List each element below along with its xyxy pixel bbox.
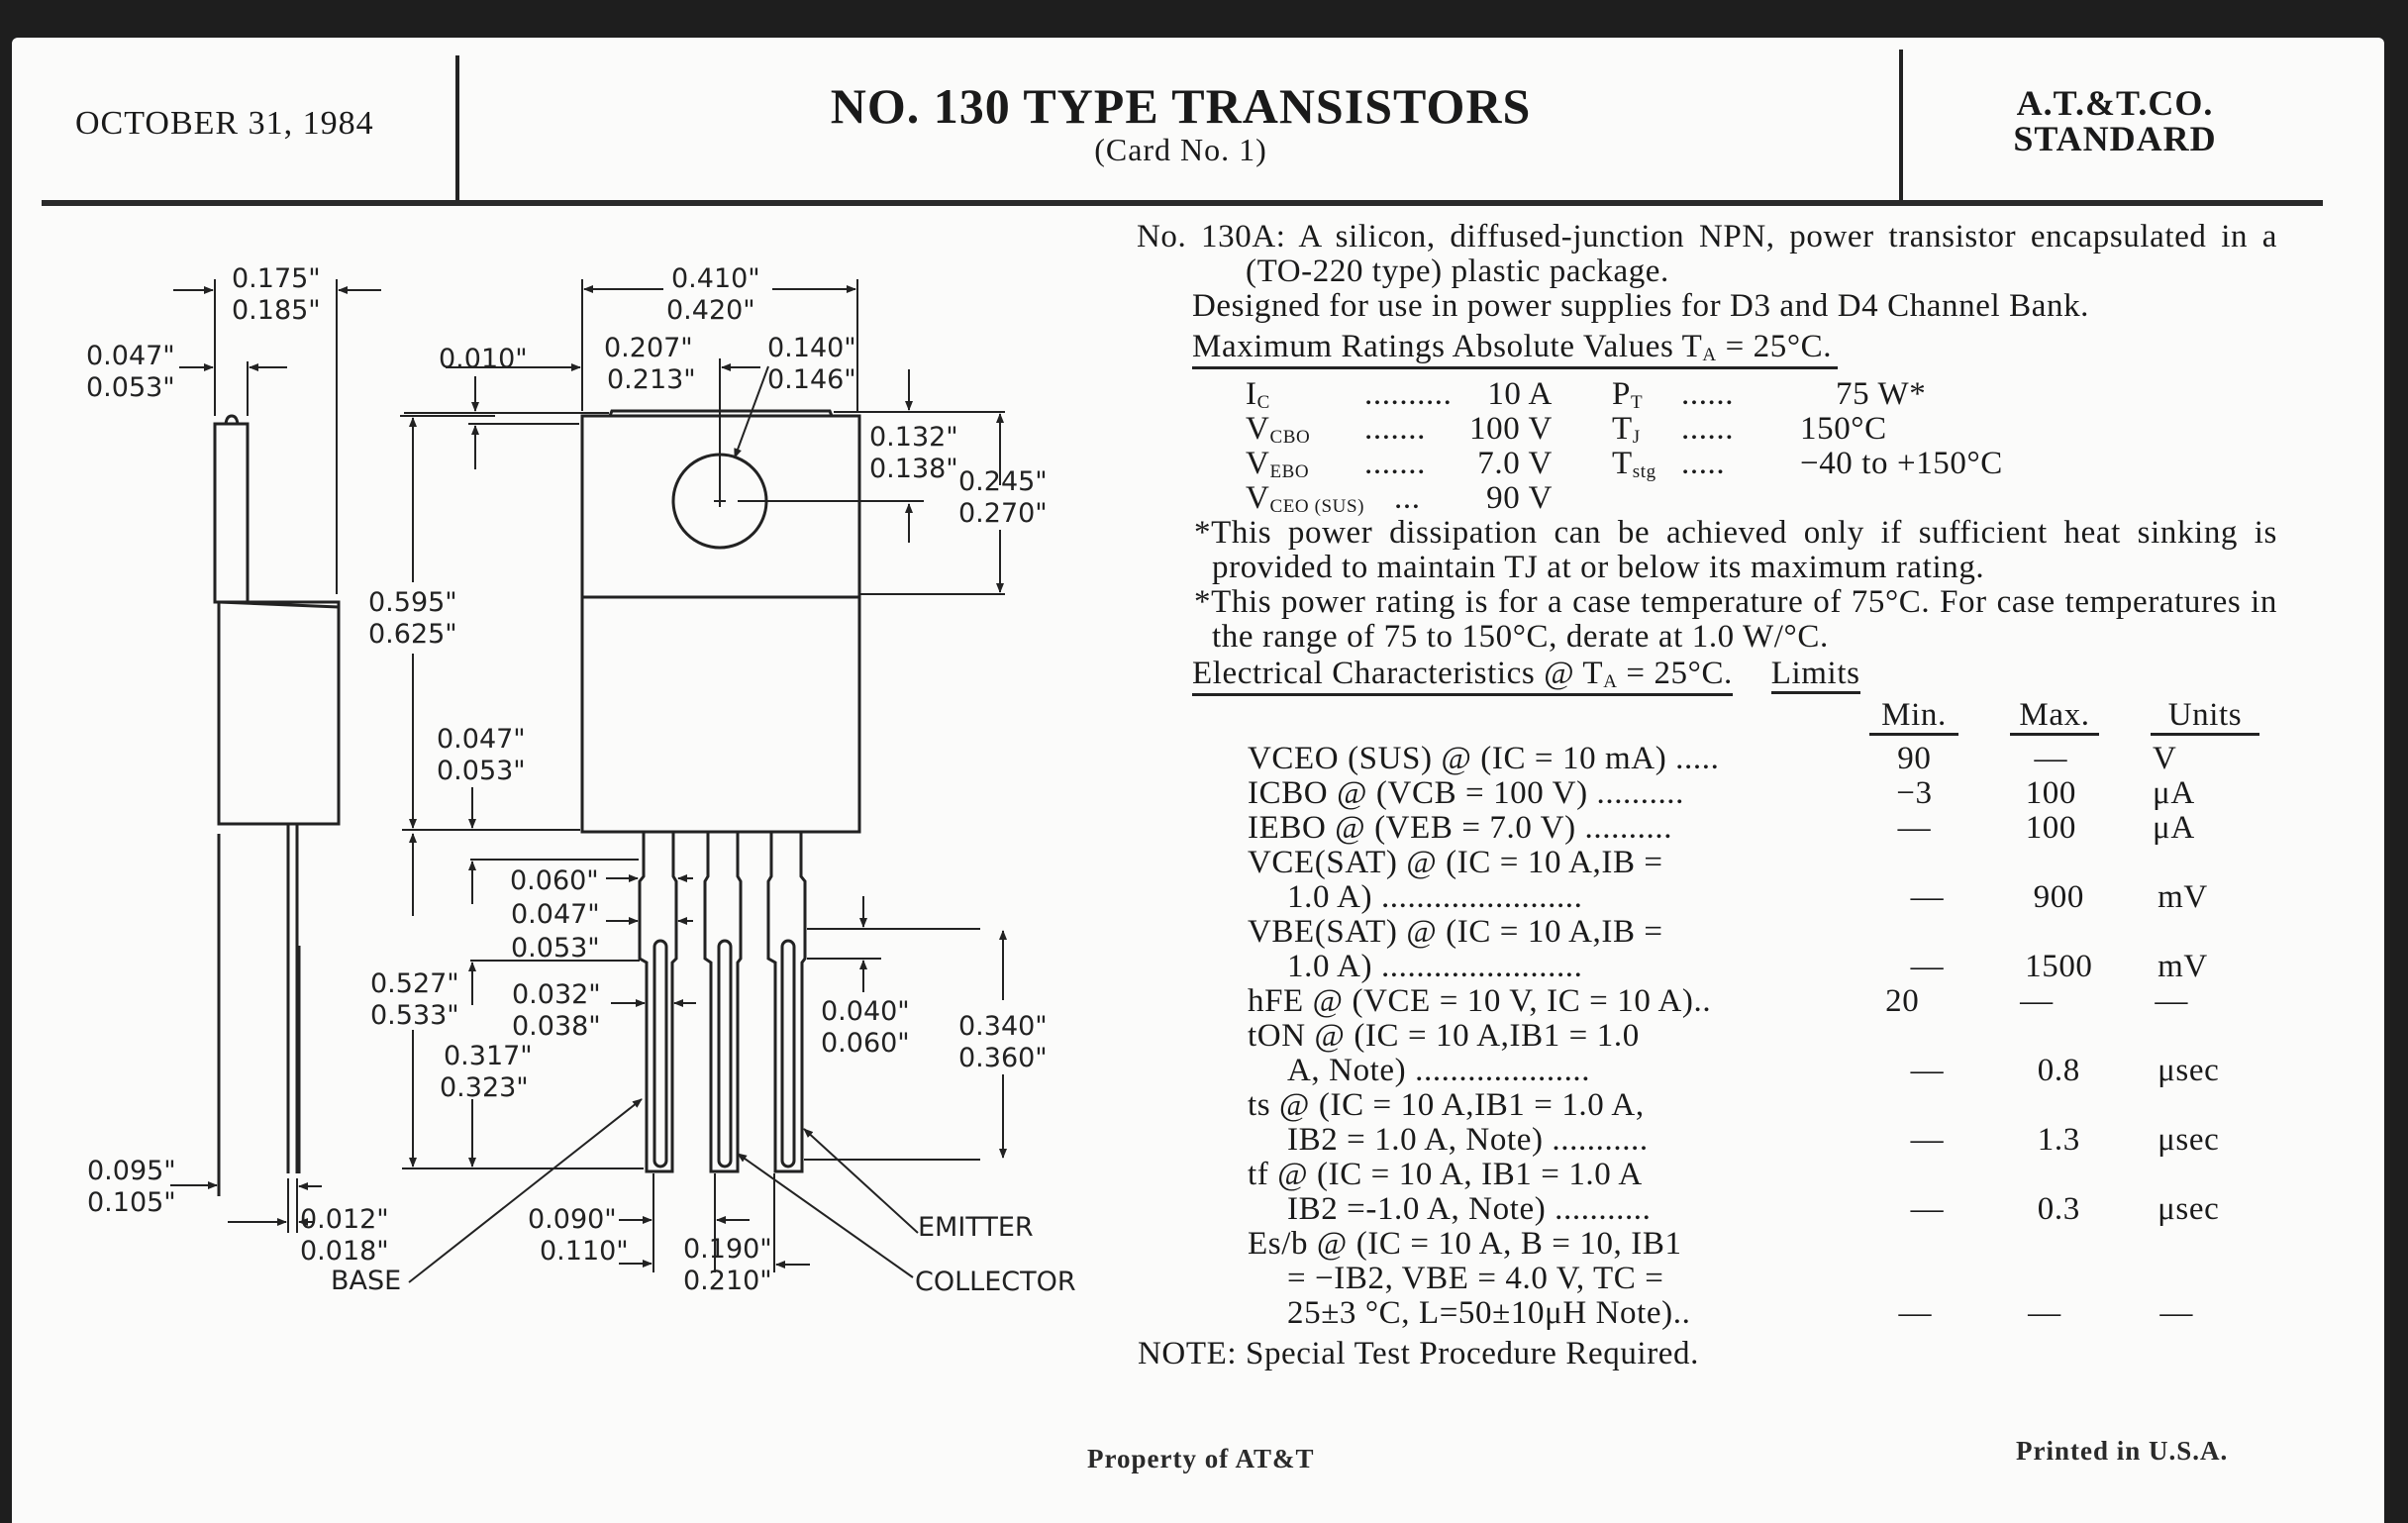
package-outline-drawing: 0.175" 0.185" 0.047" 0.053" 0.095" 0.105… [0,0,1129,1515]
dim-lead-len-min: 0.527" [370,968,459,999]
dim-tip-len-max: 0.360" [958,1043,1048,1073]
header-divider-left [455,55,459,202]
table-row: VCE(SAT) @ (IC = 10 A,IB = [1248,846,1663,880]
limits-heading: Limits [1770,657,1860,694]
dim-body-width-min: 0.410" [671,263,760,294]
dim-gap-max: 0.060" [821,1028,910,1059]
label-base: BASE [331,1266,401,1296]
outline-svg: 0.175" 0.185" 0.047" 0.053" 0.095" 0.105… [86,263,1076,1297]
dim-lead-offset-min: 0.095" [87,1156,176,1186]
dim-hole-center-max: 0.138" [869,454,958,484]
label-emitter: EMITTER [918,1212,1034,1243]
dim-lead-straight-min: 0.317" [444,1041,533,1071]
dim-body-width-max: 0.420" [666,295,755,326]
printed-notice: Printed in U.S.A. [2016,1436,2229,1466]
header-divider-right [1899,50,1903,202]
footnote-derating: *This power rating is for a case tempera… [1194,584,2277,655]
standard-card [12,38,2384,1523]
table-row: VCEO (SUS) @ (IC = 10 mA) ..... 90 — V [1248,741,2177,776]
dim-hole-dia-min: 0.140" [767,333,856,363]
property-notice: Property of AT&T [1087,1444,1315,1473]
dim-body-height-min: 0.595" [368,587,457,618]
card-date: OCTOBER 31, 1984 [75,105,374,142]
rating-value: −40 to +150°C [1800,446,2003,481]
rating-row: VCBO ....... 100 V TJ ...... 150°C [1246,411,2277,448]
dim-hole-offset-min: 0.207" [604,333,693,363]
card-subtitle: (Card No. 1) [1094,132,1267,167]
rating-value: 150°C [1800,411,1887,447]
dim-hole-dia-max: 0.146" [767,364,856,395]
table-row: ICBO @ (VCB = 100 V) .......... −3 100 μ… [1248,775,2195,811]
rating-row: VCEO (SUS) ... 90 V [1246,480,1553,517]
dim-tab-thk-max: 0.053" [86,372,175,403]
electrical-table: VCEO (SUS) @ (IC = 10 mA) ..... 90 — V I… [1137,742,2277,1331]
dim-lead-pitch-max: 0.110" [540,1236,629,1267]
dim-side-width-max: 0.185" [232,295,321,326]
dim-body-step-min: 0.047" [437,724,526,755]
dim-tab-height-max: 0.270" [958,498,1048,529]
col-units: Units [2151,698,2259,736]
standard-mark: A.T.&T.CO. STANDARD [1907,85,2323,156]
table-row: IEBO @ (VEB = 7.0 V) .......... — 100 μA [1248,810,2195,846]
electrical-column-headers: Min. Max. Units [1869,698,2277,736]
label-collector: COLLECTOR [915,1267,1076,1297]
table-row: ts @ (IC = 10 A,IB1 = 1.0 A, [1248,1088,1645,1123]
dim-tab-height-min: 0.245" [958,466,1048,497]
rating-value: 75 W* [1836,376,1927,412]
description-text: No. 130A: A silicon, diffused-junction N… [1137,219,2277,289]
lead-emitter [766,832,807,1173]
dim-hole-center-min: 0.132" [869,422,958,453]
max-ratings-heading: Maximum Ratings Absolute Values TA = 25°… [1192,330,2277,369]
dim-tab-step: 0.010" [439,344,528,374]
col-min: Min. [1869,698,1958,736]
rating-value: 100 V [1469,411,1553,447]
dim-lead-straight-max: 0.323" [440,1072,529,1103]
dim-shoulder-width: 0.060" [510,865,599,896]
dim-lead-len-max: 0.533" [370,1000,459,1031]
dim-lead-width-max: 0.038" [512,1011,601,1042]
standard-line-1: A.T.&T.CO. [2016,83,2214,123]
dim-body-step-max: 0.053" [437,756,526,786]
dim-lead-pitch-min: 0.090" [528,1204,617,1235]
rating-row: IC .......... 10 A PT ...... 75 W* [1246,376,2277,413]
lead-base [638,832,678,1173]
dim-shoulder-len-min: 0.047" [511,899,600,930]
dim-side-width-min: 0.175" [232,263,321,294]
max-ratings-table: IC .......... 10 A PT ...... 75 W* VCBO … [1246,376,2277,517]
table-row: hFE @ (VCE = 10 V, IC = 10 A).. 20 — — [1248,983,2188,1019]
application-text: Designed for use in power supplies for D… [1192,288,2090,324]
table-row: tON @ (IC = 10 A,IB1 = 1.0 [1248,1019,1640,1054]
col-max: Max. [2010,698,2099,736]
footnote-heat-sinking: *This power dissipation can be achieved … [1194,515,2277,585]
dim-lead-width-min: 0.032" [512,979,601,1010]
dim-lead-span-min: 0.190" [683,1234,772,1265]
header-rule [42,200,2323,206]
dim-shoulder-len-max: 0.053" [511,933,600,964]
dim-lead-thk-max: 0.018" [300,1236,389,1267]
standard-line-2: STANDARD [2013,119,2217,158]
table-row: tf @ (IC = 10 A, IB1 = 1.0 A [1248,1158,1643,1192]
table-row: VBE(SAT) @ (IC = 10 A,IB = [1248,915,1663,950]
dim-tip-len-min: 0.340" [958,1011,1048,1042]
dim-tab-thk-min: 0.047" [86,341,175,371]
dim-lead-offset-max: 0.105" [87,1187,176,1218]
dim-hole-offset-max: 0.213" [607,364,696,395]
dim-lead-thk-min: 0.012" [300,1204,389,1235]
specification-text: No. 130A: A silicon, diffused-junction N… [1137,220,2277,1371]
lead-collector [703,832,743,1173]
rating-value: 90 V [1486,480,1553,516]
dim-body-height-max: 0.625" [368,619,457,650]
rating-value: 10 A [1487,376,1553,412]
special-test-note: NOTE: Special Test Procedure Required. [1138,1336,1699,1371]
dim-gap-min: 0.040" [821,996,910,1027]
rating-row: VEBO ....... 7.0 V Tstg ..... −40 to +15… [1246,446,2277,482]
card-title: NO. 130 TYPE TRANSISTORS [830,78,1532,134]
dim-lead-span-max: 0.210" [683,1266,772,1296]
electrical-heading: Electrical Characteristics @ TA = 25°C. … [1192,657,2277,696]
side-view [213,414,341,1196]
table-row: Es/b @ (IC = 10 A, B = 10, IB1 [1248,1227,1682,1262]
rating-value: 7.0 V [1477,446,1553,481]
